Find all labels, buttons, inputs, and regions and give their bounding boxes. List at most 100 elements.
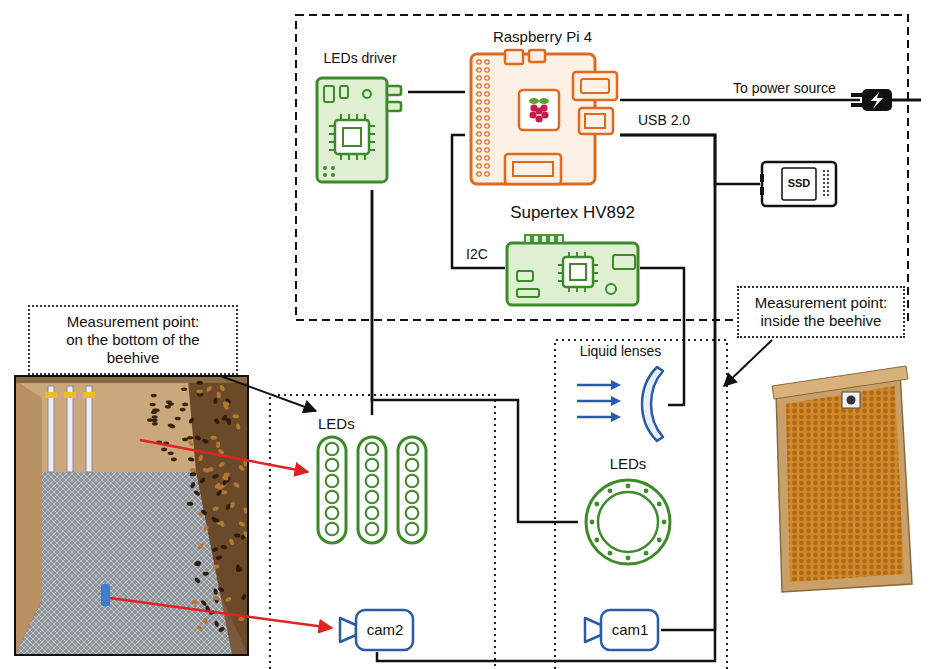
pcb-board-icon-part	[533, 235, 539, 243]
beehive-photo-part-part	[161, 448, 167, 452]
callout-leader	[724, 340, 772, 386]
led-strips-icon-part	[326, 523, 339, 536]
raspberry-pi-board-icon-part	[529, 50, 545, 62]
led-ring-icon-part	[644, 488, 649, 493]
beehive-photo-part-part	[219, 384, 225, 392]
beehive-frame-picture	[772, 366, 912, 592]
beehive-photo-part-part	[220, 544, 227, 550]
pcb-board-icon-part	[558, 252, 598, 292]
raspberry-pi-board-icon-part	[529, 98, 539, 104]
pcb-board-icon-part	[557, 235, 563, 243]
beehive-photo-part-part	[229, 501, 235, 508]
pcb-board-icon-part	[387, 86, 401, 95]
beehive-photo-part	[15, 472, 232, 655]
camera-icon-part	[585, 618, 601, 642]
beehive-photo-part-part	[216, 489, 223, 496]
raspberry-pi-board-icon-part	[485, 84, 489, 88]
beehive-photo-part-part	[213, 417, 220, 425]
power-plug	[851, 89, 921, 111]
node-label: LEDs	[578, 455, 678, 473]
pcb-board-icon-part	[323, 166, 327, 170]
raspberry-pi-board-icon-part	[485, 108, 489, 112]
beehive-photo-part-part	[187, 502, 193, 506]
system-enclosure	[296, 15, 908, 320]
liquid-lens-icon-part	[611, 396, 621, 406]
beehive-photo-part-part	[202, 438, 209, 444]
pcb-board-icon-part	[387, 102, 401, 111]
beehive-photo-part-part	[171, 458, 177, 462]
liquid-lens-icon-part	[611, 412, 621, 422]
beehive-frame-picture-part	[842, 392, 860, 408]
callout-box: Measurement point: on the bottom of the …	[28, 305, 238, 375]
raspberry-pi-board-icon-part	[485, 68, 489, 72]
led-ring-icon-part	[657, 502, 662, 507]
beehive-photo-part-part	[235, 423, 241, 430]
led-strips-icon-part	[406, 443, 419, 456]
ssd-drive-icon-part	[782, 168, 816, 200]
raspberry-pi-board-icon-part	[485, 148, 489, 152]
pcb-board-icon-part	[517, 289, 539, 297]
beehive-photo-part-part	[225, 596, 233, 603]
power-plug-part	[851, 93, 862, 97]
pcb-board-icon-part	[363, 90, 371, 98]
beehive-photo-part-part	[212, 506, 219, 512]
wire-connector	[377, 135, 715, 661]
camera-icon-part	[356, 610, 413, 650]
beehive-photo-part	[67, 386, 73, 472]
pcb-board-icon	[315, 76, 405, 184]
beehive-photo-part-part	[168, 424, 174, 428]
beehive-photo-part-part	[210, 436, 217, 441]
beehive-frame-picture-part	[772, 366, 908, 399]
led-strips-icon-part	[366, 523, 379, 536]
pcb-board: LEDs driver	[312, 50, 408, 190]
raspberry-pi-board-icon-part	[477, 108, 481, 112]
led-ring-icon-part	[626, 556, 631, 561]
led-strips-icon-part	[406, 507, 419, 520]
beehive-photo-part-part	[238, 521, 246, 528]
led-strips-icon-part	[406, 491, 419, 504]
raspberry-pi-board-icon-part	[579, 108, 613, 134]
beehive-photo-part-part	[213, 517, 220, 523]
beehive-photo-part-part	[150, 403, 156, 407]
beehive-photo-part-part	[182, 438, 188, 442]
camera: cam2	[338, 608, 416, 652]
raspberry-pi-board: Raspberry Pi 4	[465, 28, 620, 188]
led-strips-icon-part	[406, 523, 419, 536]
signal-label: I2C	[464, 246, 490, 263]
raspberry-pi-board-icon-part	[477, 116, 481, 120]
beehive-photo-part-part	[188, 417, 195, 425]
node-label: LEDs	[314, 415, 430, 433]
beehive-photo-part-part	[152, 409, 158, 413]
led-ring-icon-part	[626, 484, 631, 489]
beehive-photo-part-part	[214, 620, 220, 627]
beehive-photo-part-part	[213, 564, 220, 569]
node-label: SSD	[782, 168, 816, 200]
raspberry-pi-board-icon-part	[477, 124, 481, 128]
pcb-board-icon-part	[541, 235, 547, 243]
beehive-photo-part-part	[213, 588, 218, 595]
led-strips-icon-part	[358, 437, 386, 543]
led-ring-icon-part	[586, 480, 670, 564]
led-strips-icon-part	[406, 459, 419, 472]
beehive-photo-part-part	[188, 457, 195, 462]
beehive-photo-part-part	[218, 626, 226, 633]
raspberry-pi-board-icon-part	[485, 140, 489, 144]
raspberry-pi-board-icon-part	[477, 60, 481, 64]
pointer-arrow	[110, 598, 332, 628]
beehive-frame-picture-part	[776, 372, 912, 592]
camera: cam1	[583, 608, 661, 652]
beehive-photo-part-part	[236, 567, 243, 573]
raspberry-pi-board-icon-part	[477, 156, 481, 160]
beehive-photo-part-part	[213, 397, 218, 404]
beehive-photo-part-part	[152, 422, 158, 426]
ssd-drive-icon-part	[760, 187, 764, 195]
pointer-arrow	[140, 440, 308, 472]
raspberry-pi-board-icon-part	[477, 84, 481, 88]
raspberry-pi-board-icon-part	[477, 92, 481, 96]
raspberry-pi-board-icon-part	[485, 92, 489, 96]
raspberry-pi-board-icon-part	[485, 100, 489, 104]
beehive-photo-part-part	[198, 454, 204, 461]
pcb-board-icon-part	[570, 264, 586, 280]
beehive-photo-part-part	[202, 617, 208, 625]
